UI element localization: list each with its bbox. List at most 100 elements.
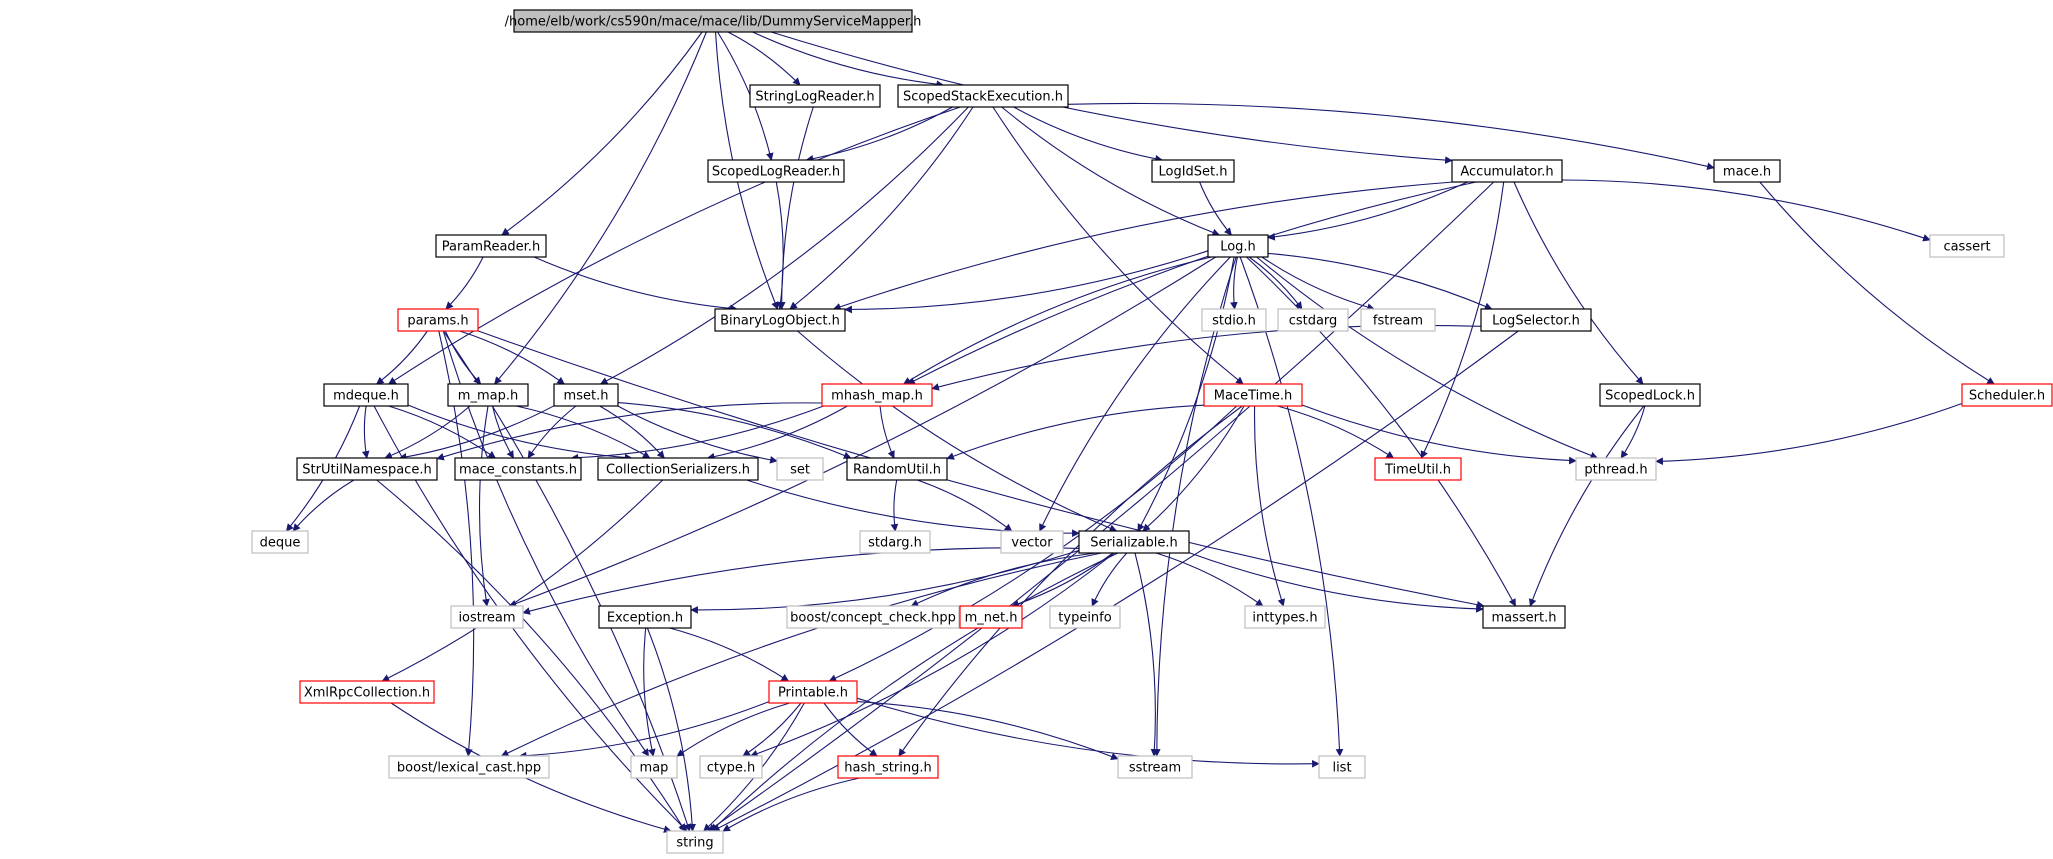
node-Serializable[interactable]: Serializable.h [1078, 530, 1190, 554]
edge-mhash_map-to-RandomUtil [879, 405, 895, 459]
node-m_map[interactable]: m_map.h [447, 383, 529, 407]
edge-mhash_map-to-CollectionSerializers [706, 405, 848, 461]
node-mace_constants[interactable]: mace_constants.h [454, 457, 582, 481]
node-box-cassert [1929, 234, 2005, 258]
node-box-stdarg [859, 530, 931, 554]
node-Log[interactable]: Log.h [1207, 234, 1269, 258]
node-sstream[interactable]: sstream [1117, 755, 1193, 779]
edge-params-to-mdeque [375, 330, 428, 385]
node-box-hash_string [837, 755, 939, 779]
node-label-set: set [790, 463, 810, 478]
node-label-LogIdSet: LogIdSet.h [1158, 165, 1227, 180]
edge-ParamReader-to-params [445, 256, 484, 310]
node-LogSelector[interactable]: LogSelector.h [1480, 308, 1592, 332]
node-StringLogReader[interactable]: StringLogReader.h [749, 84, 881, 108]
edge-Accumulator-to-string [707, 181, 1495, 832]
edge-Log-to-vector [1039, 256, 1231, 532]
node-box-Log [1207, 234, 1269, 258]
node-label-Log: Log.h [1220, 240, 1256, 255]
node-vector[interactable]: vector [1000, 530, 1064, 554]
node-Printable[interactable]: Printable.h [768, 680, 858, 704]
node-set[interactable]: set [776, 457, 824, 481]
edge-mdeque-to-CollectionSerializers [407, 404, 633, 462]
edge-Printable-to-hash_string [823, 702, 878, 757]
edge-mset-to-StrUtilNamespace [398, 405, 555, 461]
node-box-pthread [1575, 457, 1657, 481]
node-Exception[interactable]: Exception.h [598, 605, 692, 629]
node-ctype[interactable]: ctype.h [699, 755, 763, 779]
edge-params-to-mset [459, 330, 565, 385]
edge-ScopedLock-to-pthread [1620, 405, 1646, 459]
edge-root-to-ScopedStackExecution [752, 31, 945, 89]
node-root[interactable]: /home/elb/work/cs590n/mace/mace/lib/Dumm… [505, 9, 922, 33]
node-label-root: /home/elb/work/cs590n/mace/mace/lib/Dumm… [505, 15, 922, 30]
node-MaceTime[interactable]: MaceTime.h [1203, 383, 1303, 407]
edge-BinaryLogObject-to-Serializable [797, 330, 1118, 532]
node-BinaryLogObject[interactable]: BinaryLogObject.h [714, 308, 846, 332]
edge-MaceTime-to-inttypes [1253, 405, 1286, 607]
node-Scheduler[interactable]: Scheduler.h [1961, 383, 2053, 407]
node-StrUtilNamespace[interactable]: StrUtilNamespace.h [296, 457, 438, 481]
node-label-concept_check: boost/concept_check.hpp [790, 611, 956, 626]
node-mdeque[interactable]: mdeque.h [323, 383, 409, 407]
edge-Accumulator-to-cassert [1561, 179, 1931, 242]
node-label-hash_string: hash_string.h [844, 761, 931, 776]
node-box-set [776, 457, 824, 481]
edge-root-to-ParamReader [501, 31, 703, 236]
node-ScopedLogReader[interactable]: ScopedLogReader.h [707, 159, 845, 183]
node-concept_check[interactable]: boost/concept_check.hpp [786, 605, 960, 629]
node-label-MaceTime: MaceTime.h [1214, 389, 1293, 404]
node-box-mace_constants [454, 457, 582, 481]
node-label-XmlRpcCollection: XmlRpcCollection.h [304, 686, 430, 701]
edge-Serializable-to-concept_check [910, 552, 1096, 607]
node-list[interactable]: list [1318, 755, 1366, 779]
node-deque[interactable]: deque [251, 530, 309, 554]
node-stdio[interactable]: stdio.h [1201, 308, 1267, 332]
node-CollectionSerializers[interactable]: CollectionSerializers.h [597, 457, 759, 481]
edge-m_map-to-StrUtilNamespace [384, 405, 471, 459]
node-hash_string[interactable]: hash_string.h [837, 755, 939, 779]
node-mace[interactable]: mace.h [1713, 159, 1781, 183]
node-inttypes[interactable]: inttypes.h [1244, 605, 1326, 629]
edge-StrUtilNamespace-to-deque [292, 479, 355, 532]
node-iostream[interactable]: iostream [450, 605, 524, 629]
node-fstream[interactable]: fstream [1360, 308, 1436, 332]
node-m_net[interactable]: m_net.h [959, 605, 1023, 629]
node-box-ScopedLock [1599, 383, 1701, 407]
node-pthread[interactable]: pthread.h [1575, 457, 1657, 481]
node-XmlRpcCollection[interactable]: XmlRpcCollection.h [299, 680, 435, 704]
node-cstdarg[interactable]: cstdarg [1277, 308, 1349, 332]
edge-ScopedStackExecution-to-mdeque [388, 106, 961, 385]
node-label-ScopedStackExecution: ScopedStackExecution.h [903, 90, 1063, 105]
edge-mset-to-mace_constants [527, 405, 577, 459]
node-params[interactable]: params.h [397, 308, 479, 332]
node-typeinfo[interactable]: typeinfo [1049, 605, 1121, 629]
node-lexical_cast[interactable]: boost/lexical_cast.hpp [388, 755, 550, 779]
node-mhash_map[interactable]: mhash_map.h [821, 383, 933, 407]
node-map[interactable]: map [630, 755, 678, 779]
node-ParamReader[interactable]: ParamReader.h [435, 234, 547, 258]
edge-MaceTime-to-Printable [828, 405, 1238, 682]
node-TimeUtil[interactable]: TimeUtil.h [1374, 457, 1462, 481]
node-ScopedLock[interactable]: ScopedLock.h [1599, 383, 1701, 407]
edge-ScopedStackExecution-to-Log [1001, 106, 1221, 237]
edge-mhash_map-to-StrUtilNamespace [436, 402, 823, 461]
node-mset[interactable]: mset.h [553, 383, 619, 407]
node-RandomUtil[interactable]: RandomUtil.h [846, 457, 948, 481]
node-label-Printable: Printable.h [778, 686, 848, 701]
node-box-map [630, 755, 678, 779]
edge-params-to-m_map [444, 330, 482, 385]
edge-Printable-to-lexical_cast [518, 701, 770, 760]
node-LogIdSet[interactable]: LogIdSet.h [1151, 159, 1235, 183]
node-stdarg[interactable]: stdarg.h [859, 530, 931, 554]
node-ScopedStackExecution[interactable]: ScopedStackExecution.h [897, 84, 1069, 108]
node-label-sstream: sstream [1129, 761, 1181, 776]
node-box-ScopedStackExecution [897, 84, 1069, 108]
node-Accumulator[interactable]: Accumulator.h [1451, 159, 1563, 183]
node-cassert[interactable]: cassert [1929, 234, 2005, 258]
node-string[interactable]: string [666, 830, 724, 854]
node-massert[interactable]: massert.h [1482, 605, 1566, 629]
edge-params-to-massert [477, 330, 1485, 609]
node-label-Accumulator: Accumulator.h [1460, 165, 1553, 180]
node-label-mset: mset.h [564, 389, 609, 404]
